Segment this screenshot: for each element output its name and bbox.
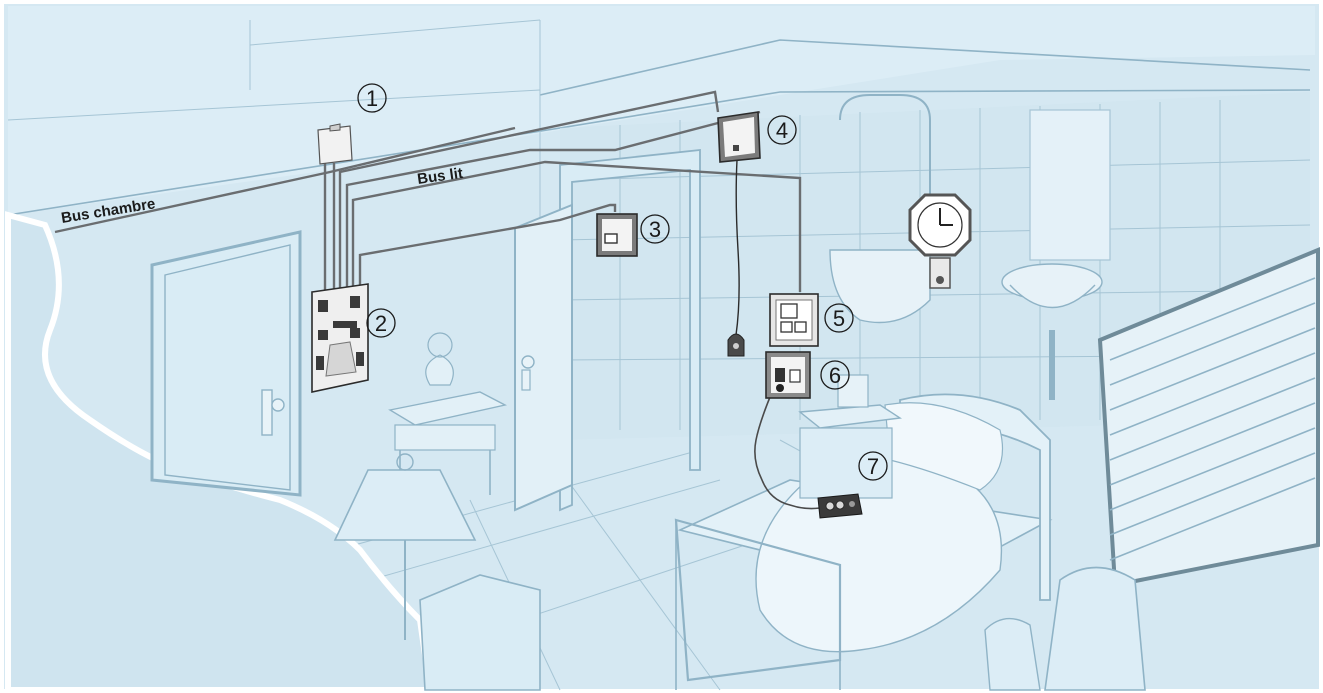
- pull-cord-handle: [728, 334, 744, 356]
- entrance-door: [152, 232, 300, 495]
- callout-5-number: 5: [833, 306, 845, 331]
- device-7-patient-handset: [818, 494, 862, 518]
- callout-3-number: 3: [649, 217, 661, 242]
- callout-7-number: 7: [867, 454, 879, 479]
- device-2-room-terminal: [312, 284, 368, 392]
- callout-1-number: 1: [366, 86, 378, 111]
- device-4-pull-cord-call: [718, 112, 760, 162]
- waste-bin: [420, 575, 540, 690]
- device-6-bed-socket: [766, 352, 810, 398]
- callout-2-number: 2: [375, 311, 387, 336]
- device-1-room-bus-module: [318, 124, 352, 164]
- callout-6-number: 6: [829, 363, 841, 388]
- callout-4-number: 4: [776, 118, 788, 143]
- device-5-bed-indicator-panel: [770, 294, 818, 346]
- device-3-bathroom-call-button: [597, 214, 637, 256]
